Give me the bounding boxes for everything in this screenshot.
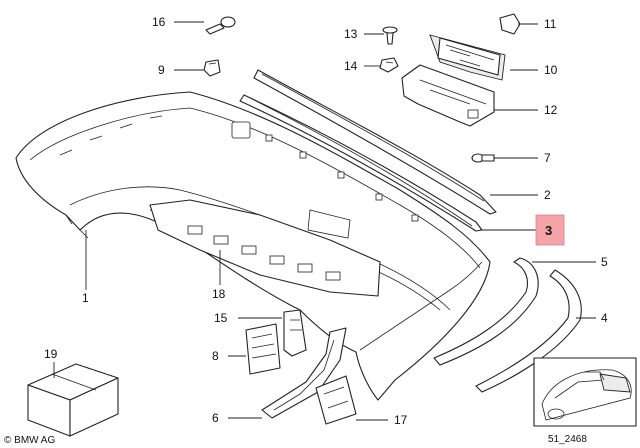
leader-lines bbox=[53, 21, 596, 421]
callout-17[interactable]: 17 bbox=[394, 413, 408, 427]
lower-diffuser[interactable] bbox=[149, 199, 381, 297]
callout-7[interactable]: 7 bbox=[544, 151, 551, 165]
trim-strip-highlighted[interactable] bbox=[239, 94, 483, 232]
callout-12[interactable]: 12 bbox=[544, 103, 558, 117]
callout-18[interactable]: 18 bbox=[212, 287, 226, 301]
callout-13[interactable]: 13 bbox=[344, 27, 358, 41]
callout-4[interactable]: 4 bbox=[601, 311, 608, 325]
panel-bracket[interactable] bbox=[315, 375, 357, 425]
bracket[interactable] bbox=[429, 34, 506, 81]
callout-9[interactable]: 9 bbox=[158, 63, 165, 77]
diagram-id: 51_2468 bbox=[548, 434, 587, 445]
side-guide[interactable] bbox=[261, 327, 347, 419]
callout-6[interactable]: 6 bbox=[212, 411, 219, 425]
clip[interactable] bbox=[499, 13, 521, 35]
callout-2[interactable]: 2 bbox=[544, 188, 551, 202]
callout-5[interactable]: 5 bbox=[601, 255, 608, 269]
callout-3-highlight[interactable] bbox=[535, 214, 565, 246]
callout-16[interactable]: 16 bbox=[152, 15, 166, 29]
callout-11[interactable]: 11 bbox=[544, 17, 557, 31]
retaining-bracket[interactable] bbox=[245, 323, 281, 375]
callout-8[interactable]: 8 bbox=[212, 349, 219, 363]
side-strip-right[interactable] bbox=[475, 269, 582, 393]
callout-10[interactable]: 10 bbox=[544, 63, 558, 77]
clip-bracket[interactable] bbox=[203, 59, 221, 77]
callout-3[interactable]: 3 bbox=[545, 223, 552, 238]
callout-14[interactable]: 14 bbox=[344, 59, 358, 73]
callout-19[interactable]: 19 bbox=[44, 347, 58, 361]
screw[interactable] bbox=[471, 153, 495, 163]
callout-1[interactable]: 1 bbox=[82, 291, 89, 305]
push-rivet[interactable] bbox=[382, 26, 398, 45]
callout-numbers: 16 9 13 14 11 10 12 7 2 3 5 4 1 18 15 8 … bbox=[44, 15, 608, 427]
brand-copyright: © BMW AG bbox=[4, 435, 55, 446]
vehicle-thumbnail bbox=[533, 357, 637, 427]
box-package[interactable] bbox=[27, 363, 119, 437]
nut-clip[interactable] bbox=[379, 57, 399, 73]
side-strip-left[interactable] bbox=[433, 257, 539, 366]
cable-tie[interactable] bbox=[205, 16, 236, 35]
support-bracket[interactable] bbox=[401, 64, 495, 127]
mounting-bracket[interactable] bbox=[283, 309, 307, 357]
upper-trim-strip[interactable] bbox=[253, 69, 497, 215]
callout-15[interactable]: 15 bbox=[214, 311, 228, 325]
